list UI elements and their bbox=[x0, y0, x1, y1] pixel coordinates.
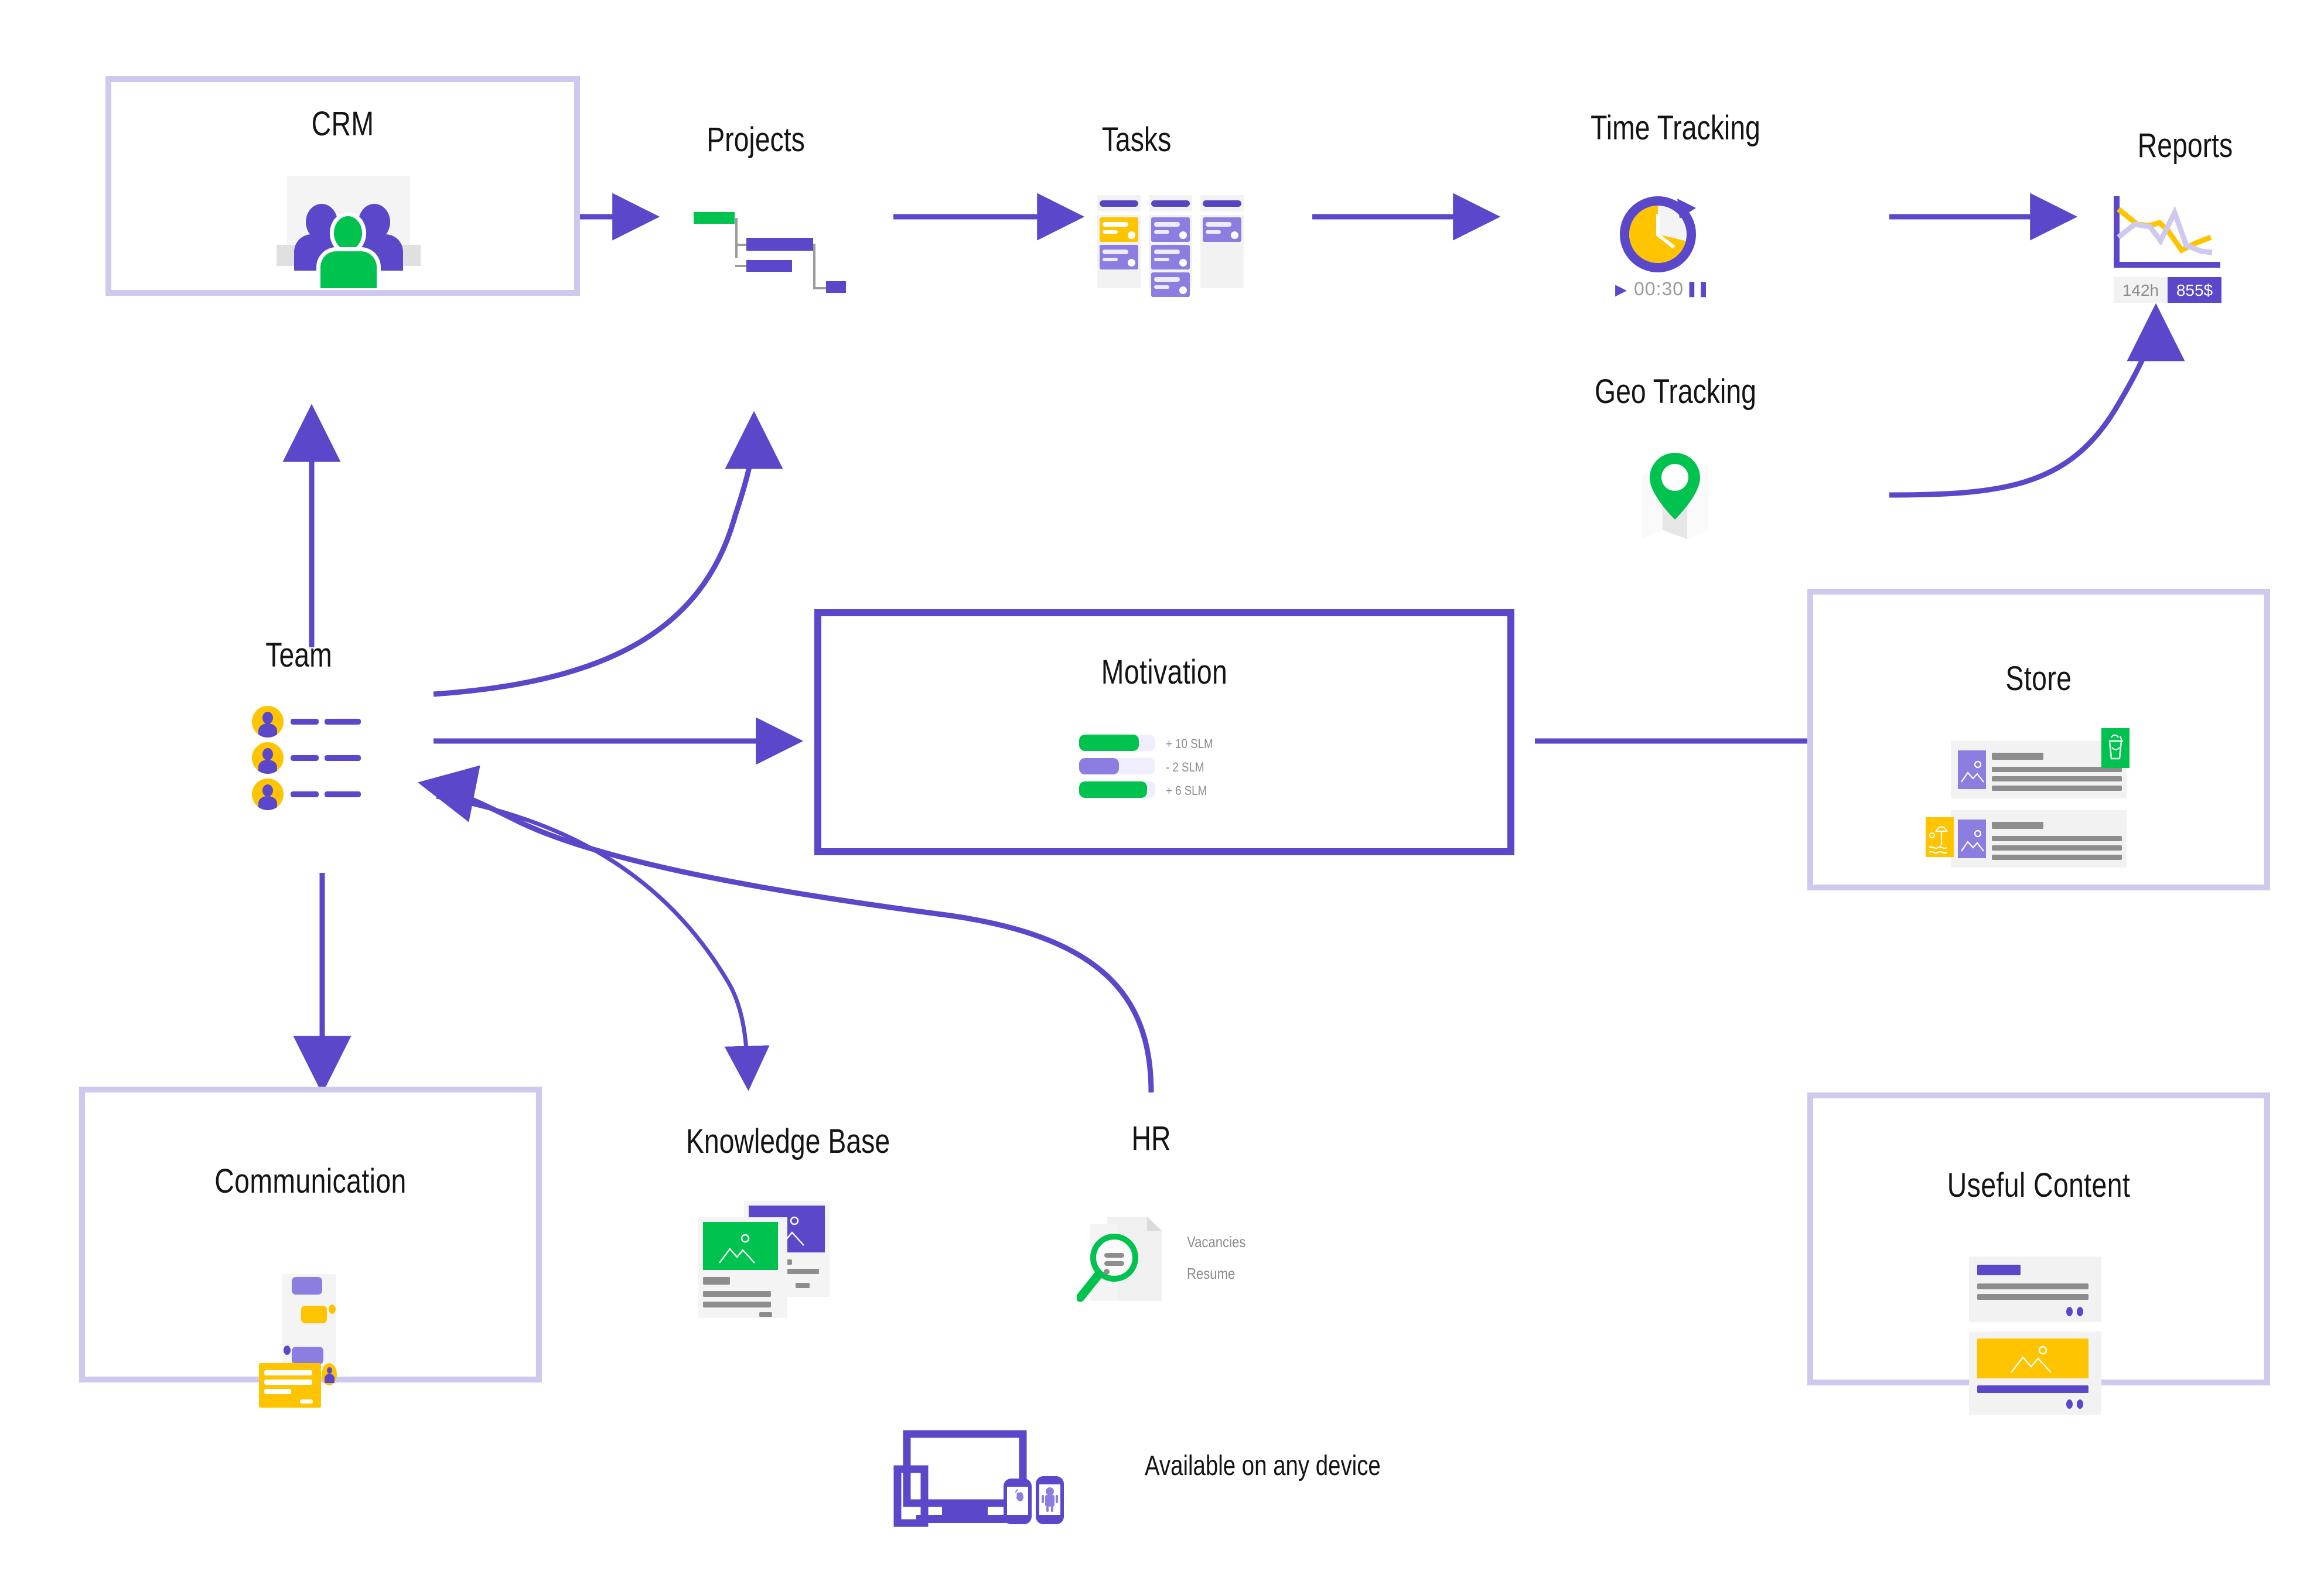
content-cards-icon bbox=[1948, 1257, 2135, 1415]
arrow-geotracking-to-reports bbox=[1889, 303, 2185, 498]
team-list-icon bbox=[252, 706, 410, 811]
content-card[interactable] bbox=[1969, 1257, 2101, 1322]
report-money-value: 855$ bbox=[2176, 281, 2213, 299]
kanban-board-icon bbox=[1097, 195, 1255, 301]
timer-play-icon[interactable]: ▶ bbox=[1615, 281, 1627, 298]
timer-controls[interactable]: ▶ 00:30 ❚❚ bbox=[1615, 278, 1726, 299]
devices-label: Available on any device bbox=[1145, 1450, 1381, 1481]
arrow-team-to-projects bbox=[433, 411, 783, 697]
timer-pause-icon[interactable]: ❚❚ bbox=[1685, 279, 1710, 297]
report-stats: 142h 855$ bbox=[2114, 277, 2221, 303]
drink-icon bbox=[2101, 728, 2130, 768]
beach-umbrella-icon bbox=[1926, 817, 1954, 857]
motivation-row-value: + 6 SLM bbox=[1166, 783, 1207, 798]
people-group-icon bbox=[264, 176, 434, 288]
crm-title: CRM bbox=[311, 105, 374, 143]
crm-card[interactable]: CRM bbox=[105, 76, 589, 305]
line-chart-icon: 142h 855$ bbox=[2114, 196, 2260, 313]
store-card[interactable]: Store bbox=[1807, 589, 2279, 900]
geo-tracking-title: Geo Tracking bbox=[1595, 373, 1756, 411]
map-pin-icon bbox=[1629, 442, 1740, 542]
hr-link-vacancies[interactable]: Vacancies bbox=[1187, 1233, 1246, 1251]
gantt-chart-icon bbox=[685, 205, 855, 299]
hr-link-resume[interactable]: Resume bbox=[1187, 1265, 1236, 1282]
report-hours-value: 142h bbox=[2122, 281, 2159, 299]
chat-bubbles-icon bbox=[246, 1274, 398, 1408]
store-item[interactable] bbox=[1951, 741, 2127, 798]
article-card-front bbox=[698, 1217, 787, 1318]
document-search-icon: Vacancies Resume bbox=[1077, 1204, 1270, 1315]
useful-content-title: Useful Content bbox=[1947, 1166, 2131, 1204]
motivation-title: Motivation bbox=[1101, 653, 1228, 691]
hr-title: HR bbox=[1131, 1119, 1171, 1158]
clock-timer-icon: ▶ 00:30 ❚❚ bbox=[1614, 190, 1731, 308]
article-cards-icon bbox=[698, 1201, 862, 1318]
time-tracking-title: Time Tracking bbox=[1591, 109, 1760, 147]
tasks-title: Tasks bbox=[1101, 121, 1172, 159]
communication-title: Communication bbox=[214, 1162, 407, 1200]
store-list-icon bbox=[1926, 728, 2176, 876]
motivation-row: - 2 SLM bbox=[1079, 757, 1325, 777]
store-item[interactable] bbox=[1951, 810, 2127, 868]
communication-card[interactable]: Communication bbox=[79, 1087, 551, 1408]
motivation-row: + 6 SLM bbox=[1079, 780, 1325, 800]
motivation-card[interactable]: Motivation + 10 SLM - 2 SLM + 6 SLM bbox=[814, 609, 1514, 855]
team-title: Team bbox=[265, 636, 332, 674]
useful-content-card[interactable]: Useful Content bbox=[1807, 1092, 2279, 1415]
timer-value: 00:30 bbox=[1634, 278, 1684, 299]
projects-title: Projects bbox=[707, 121, 805, 159]
store-title: Store bbox=[2005, 660, 2072, 698]
devices-icon bbox=[890, 1423, 1090, 1541]
motivation-row-value: - 2 SLM bbox=[1166, 760, 1204, 774]
knowledge-base-title: Knowledge Base bbox=[685, 1122, 890, 1160]
reports-title: Reports bbox=[2137, 127, 2233, 165]
motivation-row: + 10 SLM bbox=[1079, 733, 1325, 753]
motivation-row-value: + 10 SLM bbox=[1166, 736, 1213, 751]
motivation-rows: + 10 SLM - 2 SLM + 6 SLM bbox=[1079, 733, 1325, 815]
content-card[interactable] bbox=[1969, 1331, 2101, 1415]
arrow-team-to-knowledgebase bbox=[436, 794, 770, 1091]
